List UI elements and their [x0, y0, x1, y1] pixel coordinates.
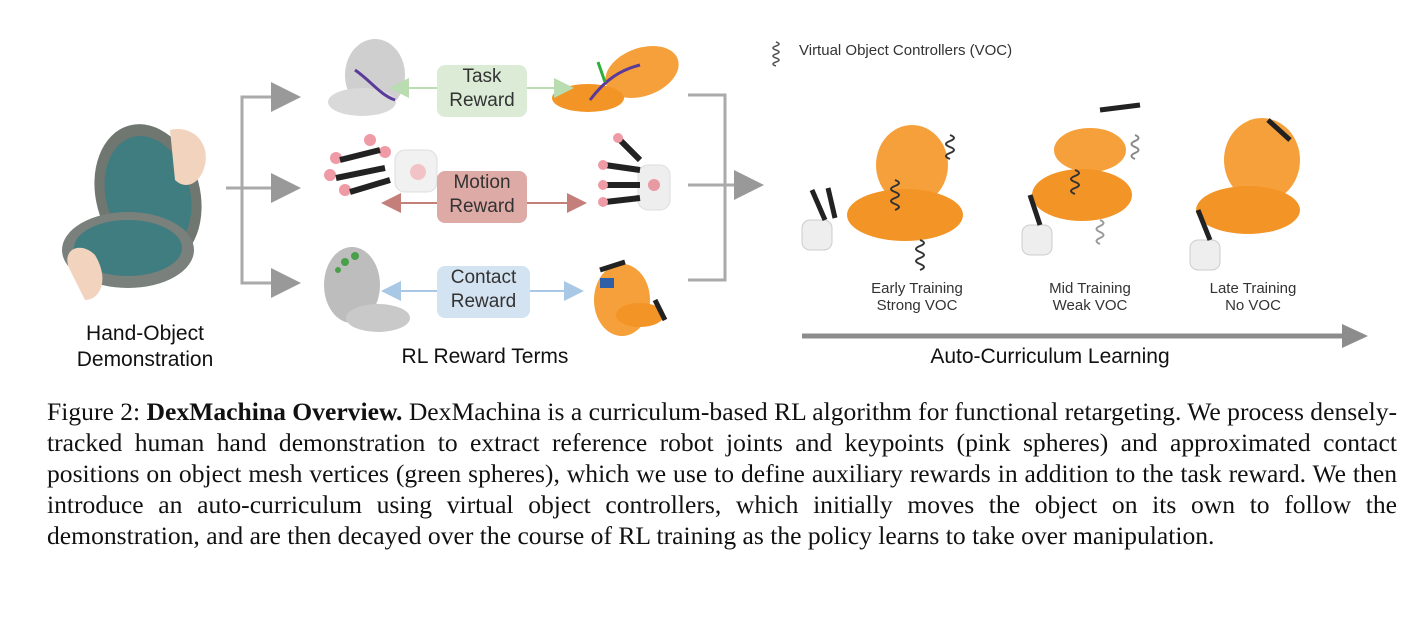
task-gray-object-image: [328, 39, 405, 116]
split-arrows: [226, 82, 301, 298]
task-reward-line2: Reward: [449, 90, 515, 111]
task-reward-line1: Task: [462, 66, 502, 87]
motion-keypoints-image: [324, 134, 438, 196]
task-orange-object-image: [552, 45, 679, 112]
voc-legend: Virtual Object Controllers (VOC): [799, 42, 1013, 59]
caption-title: DexMachina Overview.: [146, 397, 403, 426]
demo-label-line1: Hand-Object: [86, 322, 204, 345]
curriculum-label: Auto-Curriculum Learning: [930, 345, 1170, 368]
stage-late-line2: No VOC: [1225, 297, 1281, 314]
caption-prefix: Figure 2:: [47, 397, 147, 426]
spring-icon: [772, 41, 780, 67]
contact-reward-line1: Contact: [450, 267, 517, 288]
waffle-maker-demo-image: [62, 124, 206, 300]
late-training-image: [1189, 118, 1300, 271]
contact-orange-object-image: [594, 259, 668, 336]
task-reward-pill: Task Reward: [437, 65, 527, 117]
overview-diagram: [62, 39, 1368, 348]
early-training-image: [801, 125, 963, 271]
motion-robot-hand-image: [598, 133, 671, 211]
stage-mid-line2: Weak VOC: [1052, 297, 1128, 314]
stage-mid-label: Mid Training Weak VOC: [1025, 280, 1155, 314]
demo-label-line2: Demonstration: [76, 348, 214, 371]
curriculum-arrow-head: [1342, 324, 1368, 348]
stage-early-line2: Strong VOC: [876, 297, 958, 314]
stage-mid-line1: Mid Training: [1049, 280, 1131, 297]
contact-gray-object-image: [324, 247, 410, 332]
demo-label: Hand-Object Demonstration: [55, 321, 235, 373]
stage-early-label: Early Training Strong VOC: [852, 280, 982, 314]
rewards-label: RL Reward Terms: [401, 345, 569, 368]
stage-early-line1: Early Training: [871, 280, 963, 297]
caption-body: DexMachina is a curriculum-based RL algo…: [47, 397, 1398, 550]
contact-reward-line2: Reward: [450, 291, 517, 312]
merge-arrows: [688, 93, 764, 282]
mid-training-image: [1021, 102, 1141, 256]
motion-reward-pill: Motion Reward: [437, 171, 527, 223]
contact-reward-pill: Contact Reward: [437, 266, 530, 318]
figure-caption: Figure 2: DexMachina Overview. DexMachin…: [47, 396, 1397, 551]
motion-reward-line2: Reward: [449, 196, 515, 217]
stage-late-line1: Late Training: [1209, 280, 1297, 297]
motion-reward-line1: Motion: [453, 172, 511, 193]
stage-late-label: Late Training No VOC: [1188, 280, 1318, 314]
